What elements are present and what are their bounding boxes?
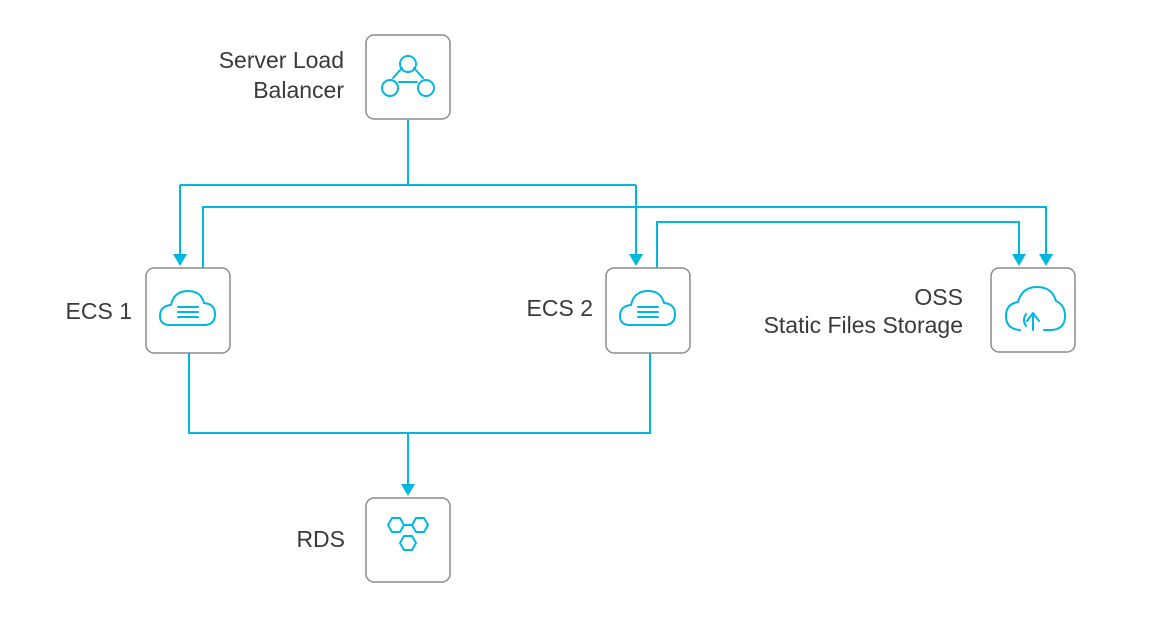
node-oss[interactable]: OSS Static Files Storage [764,267,1076,353]
network-nodes-icon [381,55,435,97]
connectors [173,120,1053,496]
cloud-upload-icon [1005,286,1066,331]
oss-box [990,267,1076,353]
cloud-server-icon [619,290,676,326]
ecs2-label: ECS 2 [527,295,593,321]
node-slb[interactable]: Server Load Balancer [219,34,451,120]
rds-box [365,497,451,583]
oss-label-line-1: OSS [914,284,963,310]
cloud-server-icon [159,290,216,326]
node-ecs1[interactable]: ECS 1 [66,267,231,354]
slb-box [365,34,451,120]
ecs1-box [145,267,231,354]
edge-ecs1-rds [188,353,651,434]
arrow-slb-ecs2 [629,254,643,266]
arrow-to-rds [401,484,415,496]
rds-label: RDS [296,526,345,552]
arrow-ecs1-oss [1039,254,1053,266]
oss-label-line-2: Static Files Storage [764,312,963,338]
edge-ecs2-oss [656,221,1020,268]
node-rds[interactable]: RDS [296,497,451,583]
slb-label-line-2: Balancer [253,77,344,103]
hexagon-cluster-icon [387,517,429,551]
node-ecs2[interactable]: ECS 2 [527,267,691,354]
slb-label-line-1: Server Load [219,47,344,73]
ecs1-label: ECS 1 [66,298,132,324]
edge-ecs1-oss [202,206,1047,268]
arrow-ecs2-oss [1012,254,1026,266]
arrow-slb-ecs1 [173,254,187,266]
ecs2-box [605,267,691,354]
